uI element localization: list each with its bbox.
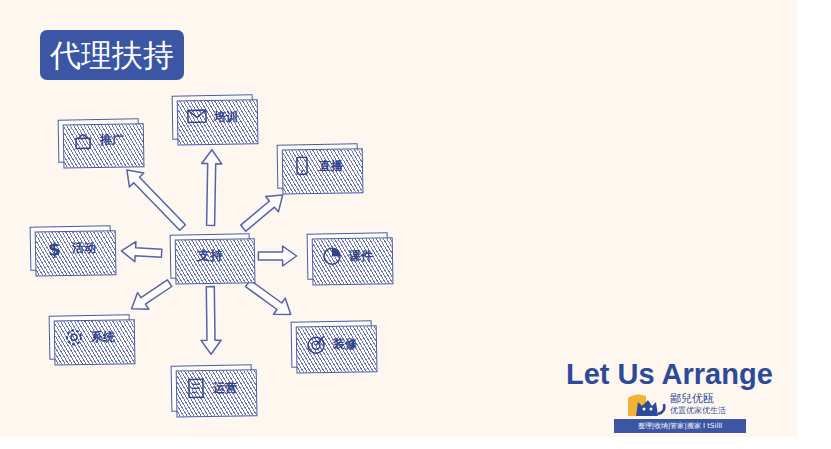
box-icon xyxy=(306,334,326,354)
sketch-box: 系统 xyxy=(49,314,131,359)
svg-text:$: $ xyxy=(48,238,61,258)
box-label: 课件 xyxy=(349,247,373,264)
sketch-box: 课件 xyxy=(307,232,389,279)
hollow-arrow xyxy=(246,280,291,314)
hollow-arrow xyxy=(201,287,221,355)
box-icon: $ xyxy=(45,238,65,258)
sketch-box: 培训 xyxy=(172,94,254,139)
hollow-arrow xyxy=(258,246,296,266)
box-label: 推广 xyxy=(100,132,124,149)
hollow-arrow xyxy=(241,195,283,231)
box-label: 运营 xyxy=(213,379,237,396)
box-icon xyxy=(322,246,342,266)
logo-bar: 整理|收纳|管家|搬家 I tSilll xyxy=(614,419,746,433)
hollow-arrow xyxy=(202,150,222,226)
box-label: 直播 xyxy=(319,157,343,174)
box-icon xyxy=(64,327,84,347)
title-badge: 代理扶持 xyxy=(40,30,184,80)
box-icon xyxy=(187,107,207,127)
logo-wordmark: Let Us Arrange xyxy=(566,358,773,391)
logo-icon xyxy=(626,390,668,418)
box-label: 活动 xyxy=(72,239,96,256)
sketch-box: $ 活动 xyxy=(30,225,112,270)
sketch-box: 运营 xyxy=(171,364,253,411)
box-icon xyxy=(186,378,206,398)
box-label: 支持 xyxy=(197,247,223,265)
sketch-box: 支持 xyxy=(170,233,251,278)
box-label: 装修 xyxy=(333,335,357,352)
logo-slogan: 优置优家优生活 xyxy=(670,405,726,416)
box-label: 系统 xyxy=(91,328,115,345)
box-label: 培训 xyxy=(214,108,238,125)
sketch-box: 直播 xyxy=(277,143,359,188)
hollow-arrow xyxy=(121,242,161,262)
logo-brand: 鄙兒优瓯 xyxy=(670,391,714,406)
hollow-arrow xyxy=(127,170,185,230)
box-icon xyxy=(73,131,93,151)
sketch-box: 推广 xyxy=(58,118,140,162)
hollow-arrow xyxy=(132,280,172,309)
sketch-box: 装修 xyxy=(291,320,373,367)
box-icon xyxy=(292,156,312,176)
